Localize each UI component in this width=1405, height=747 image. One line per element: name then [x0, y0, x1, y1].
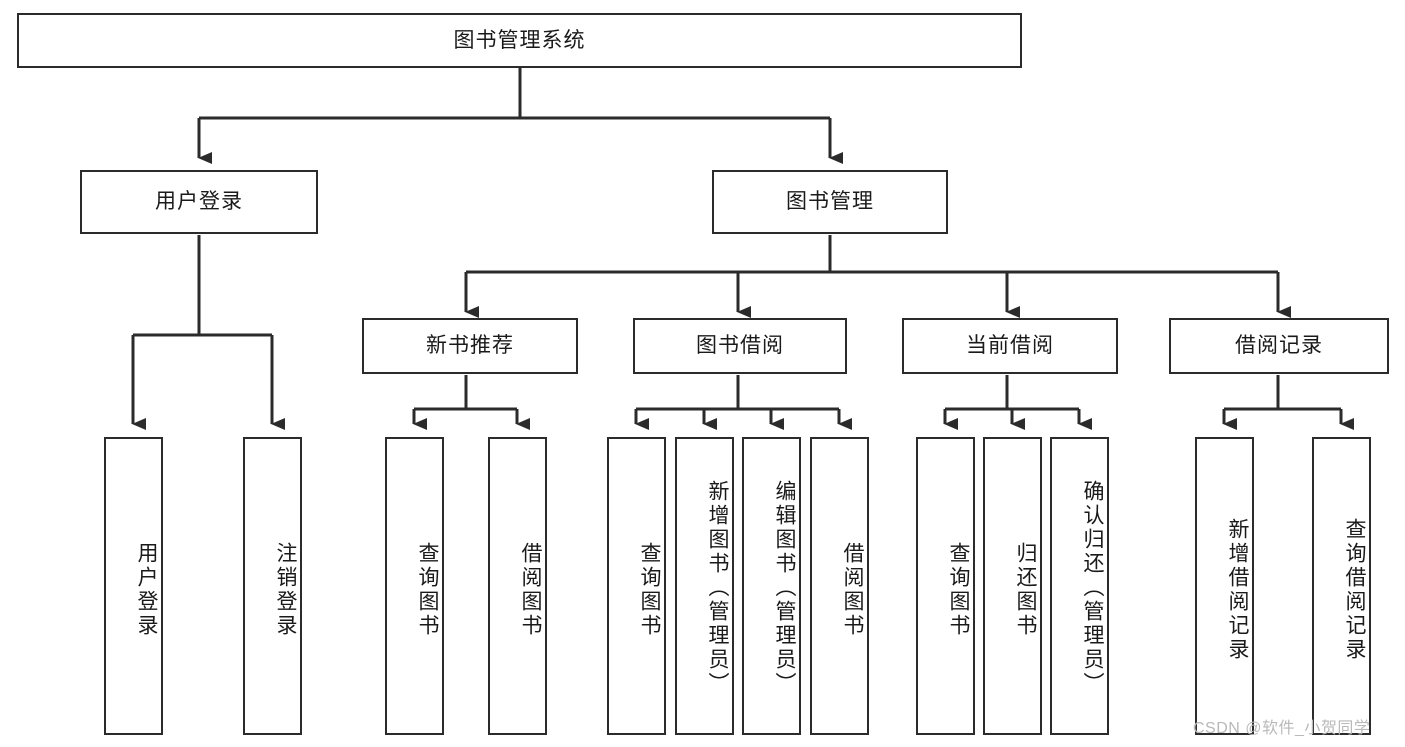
csdn-watermark: CSDN @软件_小贺同学: [1193, 720, 1371, 737]
node-leaf-query-book-current[interactable]: 查询图书: [916, 437, 975, 735]
node-leaf-user-login[interactable]: 用户登录: [104, 437, 163, 735]
node-label: 当前借阅: [966, 334, 1054, 358]
node-leaf-user-logout[interactable]: 注销登录: [243, 437, 302, 735]
node-leaf-return-book[interactable]: 归还图书: [983, 437, 1042, 735]
node-label: 用户登录: [135, 542, 158, 638]
node-leaf-add-borrow-record[interactable]: 新增借阅记录: [1195, 437, 1254, 735]
node-leaf-query-book-rec[interactable]: 查询图书: [385, 437, 444, 735]
node-label: 借阅图书: [519, 542, 542, 638]
node-root-system[interactable]: 图书管理系统: [17, 13, 1022, 68]
node-label: 编辑图书（管理员）: [773, 480, 796, 696]
node-label: 查询图书: [947, 542, 970, 638]
node-leaf-borrow-book[interactable]: 借阅图书: [810, 437, 869, 735]
node-label: 图书管理系统: [453, 28, 586, 52]
node-book-manage[interactable]: 图书管理: [712, 170, 948, 234]
node-label: 新增图书（管理员）: [706, 480, 729, 696]
node-label: 确认归还（管理员）: [1081, 480, 1104, 696]
node-leaf-edit-book[interactable]: 编辑图书（管理员）: [742, 437, 801, 735]
node-new-book-recommend[interactable]: 新书推荐: [362, 318, 578, 374]
node-leaf-add-book[interactable]: 新增图书（管理员）: [675, 437, 734, 735]
node-label: 查询图书: [416, 542, 439, 638]
node-book-borrow[interactable]: 图书借阅: [633, 318, 847, 374]
node-label: 新增借阅记录: [1226, 518, 1249, 662]
node-label: 归还图书: [1014, 542, 1037, 638]
node-leaf-confirm-return[interactable]: 确认归还（管理员）: [1050, 437, 1109, 735]
node-label: 新书推荐: [426, 334, 514, 358]
node-current-borrow[interactable]: 当前借阅: [902, 318, 1118, 374]
node-label: 查询图书: [638, 542, 661, 638]
node-user-login[interactable]: 用户登录: [80, 170, 318, 234]
node-label: 借阅记录: [1235, 334, 1323, 358]
node-label: 用户登录: [155, 190, 243, 214]
node-label: 图书管理: [786, 190, 874, 214]
node-label: 查询借阅记录: [1343, 518, 1366, 662]
node-borrow-record[interactable]: 借阅记录: [1169, 318, 1389, 374]
node-leaf-query-book-borrow[interactable]: 查询图书: [607, 437, 666, 735]
node-label: 图书借阅: [696, 334, 784, 358]
node-leaf-query-borrow-record[interactable]: 查询借阅记录: [1312, 437, 1371, 735]
node-label: 注销登录: [274, 542, 297, 638]
node-label: 借阅图书: [841, 542, 864, 638]
node-leaf-borrow-book-rec[interactable]: 借阅图书: [488, 437, 547, 735]
